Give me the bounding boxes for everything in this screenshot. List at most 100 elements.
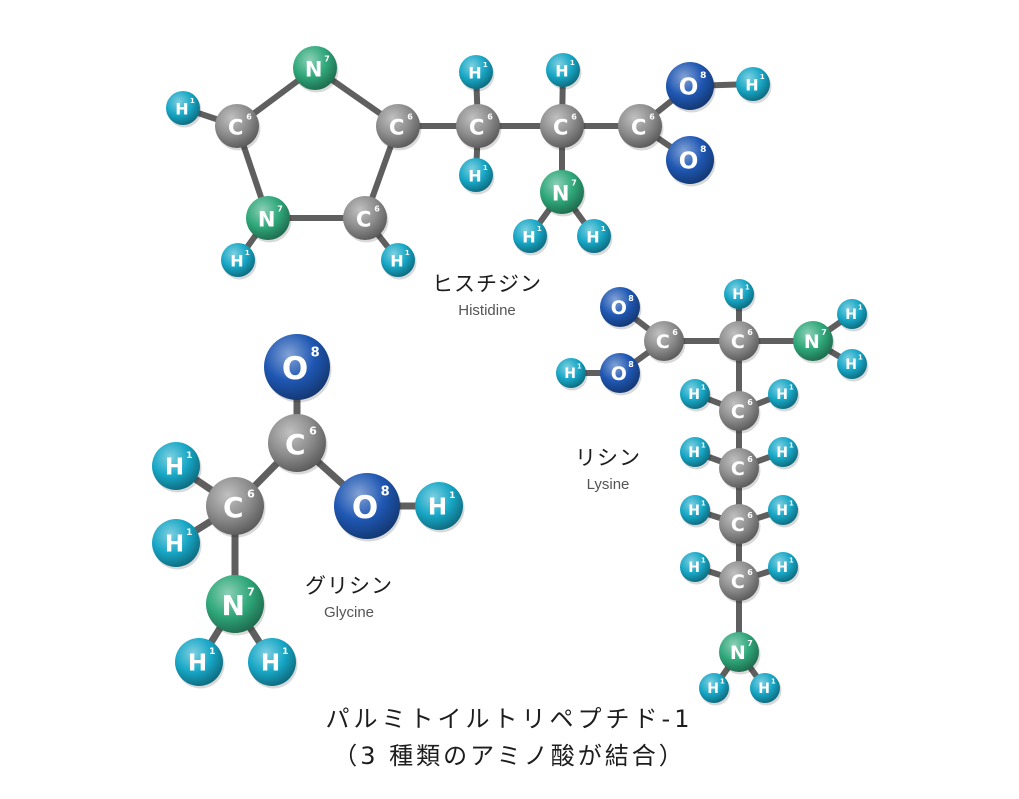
atom-symbol: C [285,428,306,461]
atomic-number: 6 [246,112,252,121]
atom-symbol: H [468,64,481,83]
atomic-number: 1 [745,284,750,292]
atom-symbol: H [555,62,568,81]
atomic-number: 6 [649,112,655,121]
atom-symbol: C [731,571,745,593]
atom-symbol: H [175,100,188,119]
atom-symbol: H [522,228,535,247]
atom-symbol: O [352,490,378,526]
atomic-number: 1 [701,442,706,450]
atomic-number: 7 [324,54,330,63]
atomic-number: 1 [720,678,725,686]
glycine-label: グリシン Glycine [305,570,393,621]
atomic-number: 1 [209,647,215,657]
atomic-number: 1 [570,59,575,67]
atom-symbol: H [845,357,857,373]
atom-symbol: H [758,681,770,697]
atom-symbol: H [390,252,403,271]
glycine-name-en: Glycine [323,604,375,621]
histidine-label: ヒスチジン Histidine [432,268,542,319]
atom-symbol: H [688,503,700,519]
atomic-number: 7 [277,204,283,213]
atom-symbol: H [776,560,788,576]
lysine-name-ja: リシン [575,446,641,470]
atom-symbol: H [776,387,788,403]
diagram-caption: パルミトイルトリペプチド-1 （3 種類のアミノ酸が結合） [0,702,1019,776]
atomic-number: 8 [381,485,390,500]
atom-symbol: C [228,115,243,139]
atomic-number: 6 [247,487,255,500]
atom-symbol: H [165,531,184,557]
atom-symbol: N [730,642,746,664]
atomic-number: 1 [483,61,488,69]
atom-symbol: C [731,401,745,423]
atomic-number: 6 [487,112,493,121]
atom-symbol: H [745,76,758,95]
caption-title: パルミトイルトリペプチド-1 [325,705,694,733]
atom-symbol: N [552,181,570,205]
atomic-number: 1 [701,557,706,565]
atom-symbol: H [261,650,280,676]
atom-symbol: H [776,445,788,461]
atomic-number: 1 [449,491,455,501]
atomic-number: 1 [282,647,288,657]
atomic-number: 7 [821,328,827,337]
atom-symbol: O [611,363,627,385]
atomic-number: 1 [186,528,192,538]
atomic-number: 1 [789,557,794,565]
atomic-number: 1 [190,97,195,105]
atomic-number: 6 [747,328,753,337]
atom-symbol: H [707,681,719,697]
atom-symbol: H [688,445,700,461]
atomic-number: 1 [760,73,765,81]
atomic-number: 6 [407,112,413,121]
glycine-name-ja: グリシン [305,574,393,598]
atom-symbol: N [804,331,820,353]
atom-symbol: H [688,387,700,403]
atom-symbol: O [282,351,308,387]
atomic-number: 6 [747,398,753,407]
atomic-number: 1 [601,225,606,233]
atomic-number: 1 [483,164,488,172]
atomic-number: 8 [700,145,706,155]
atomic-number: 1 [245,249,250,257]
atomic-number: 6 [309,424,317,437]
atomic-number: 7 [747,639,753,648]
atom-symbol: C [223,491,244,524]
atom-symbol: C [656,331,670,353]
atom-symbol: H [188,650,207,676]
atomic-number: 1 [537,225,542,233]
atom-symbol: N [258,207,276,231]
